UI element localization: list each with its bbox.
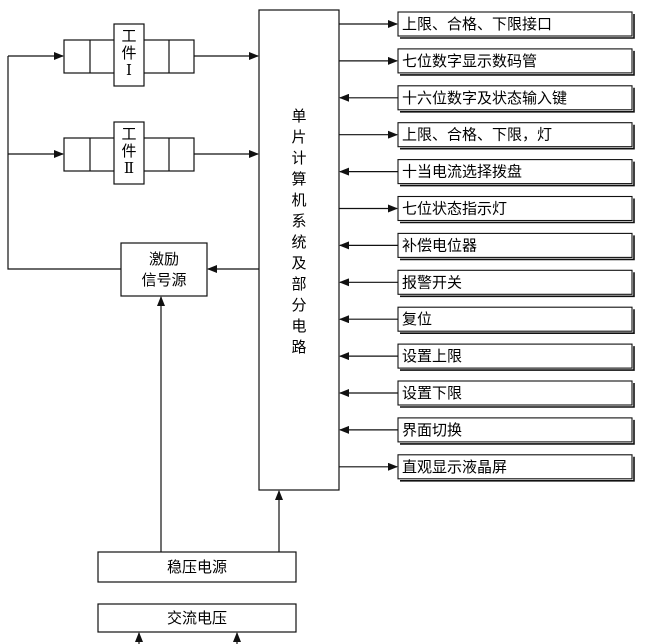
peripheral-item: 七位状态指示灯	[339, 195, 635, 224]
peripheral-label: 报警开关	[402, 273, 462, 291]
workpiece-1-label-char: 件	[121, 44, 136, 62]
peripheral-label: 七位状态指示灯	[402, 200, 507, 218]
peripheral-label: 上限、合格、下限接口	[402, 15, 552, 33]
excitation-source: 激励 信号源	[120, 242, 208, 297]
mcu-box	[258, 9, 340, 491]
excitation-feedback-line	[7, 56, 121, 270]
peripheral-label: 设置下限	[402, 384, 462, 402]
peripheral-label: 补偿电位器	[402, 236, 477, 254]
regulated-power-label: 稳压电源	[167, 558, 227, 576]
peripheral-item: 界面切换	[339, 417, 635, 445]
peripheral-label: 直观显示液晶屏	[402, 458, 507, 476]
mcu-label-char: 及	[291, 254, 306, 272]
ac-voltage-label: 交流电压	[167, 609, 227, 627]
peripheral-box	[397, 48, 633, 74]
peripheral-label: 七位数字显示数码管	[402, 52, 537, 70]
workpiece-2-label-char: 件	[121, 142, 136, 160]
peripheral-box-shadow	[400, 456, 635, 482]
excitation-box	[120, 242, 208, 297]
peripheral-box-shadow	[400, 87, 635, 113]
workpiece-1-label-char: 工	[121, 27, 136, 45]
regulated-power-box	[97, 551, 297, 583]
peripheral-item: 上限、合格、下限，灯	[339, 122, 635, 150]
workpiece-1-label-char: Ⅰ	[126, 61, 132, 79]
peripheral-item: 设置下限	[339, 380, 635, 408]
peripheral-box-shadow	[400, 14, 635, 39]
peripheral-box-shadow	[400, 346, 635, 371]
peripheral-label: 十六位数字及状态输入键	[402, 89, 567, 107]
peripheral-label: 设置上限	[402, 347, 462, 365]
peripheral-item: 直观显示液晶屏	[339, 454, 635, 482]
peripheral-box-shadow	[400, 309, 635, 335]
mcu-label-char: 算	[291, 170, 306, 188]
workpiece-1-sensor	[113, 23, 145, 87]
peripheral-label: 复位	[402, 310, 432, 328]
workpiece-2-label-char: Ⅱ	[124, 159, 134, 177]
peripheral-box-shadow	[400, 161, 635, 187]
excitation-label-line-1: 激励	[149, 250, 179, 268]
mcu-label-char: 分	[291, 296, 306, 314]
peripheral-box-shadow	[400, 272, 635, 298]
peripheral-item: 报警开关	[339, 269, 635, 298]
workpiece-2-label-char: 工	[121, 125, 136, 143]
peripheral-box	[397, 232, 633, 258]
mcu-label-char: 部	[291, 275, 306, 293]
peripheral-box	[397, 454, 633, 480]
peripheral-box	[397, 343, 633, 369]
mcu-label-char: 路	[291, 338, 306, 356]
peripheral-box-shadow	[400, 235, 635, 261]
peripheral-item: 十六位数字及状态输入键	[339, 85, 635, 113]
mcu-label-char: 单	[291, 107, 306, 125]
peripheral-item: 复位	[339, 306, 635, 335]
mcu-label-char: 统	[291, 233, 306, 251]
regulated-power-supply: 稳压电源	[97, 551, 297, 583]
peripheral-item: 十当电流选择拨盘	[339, 159, 635, 187]
peripheral-box	[397, 380, 633, 406]
peripheral-item: 设置上限	[339, 343, 635, 371]
peripheral-box	[397, 195, 633, 222]
peripheral-item: 上限、合格、下限接口	[339, 11, 635, 39]
peripheral-box	[397, 417, 633, 443]
peripheral-item: 七位数字显示数码管	[339, 48, 635, 76]
excitation-label-line-2: 信号源	[141, 271, 186, 289]
mcu-label-char: 电	[291, 317, 306, 335]
peripheral-label: 界面切换	[402, 421, 462, 439]
peripheral-label: 上限、合格、下限，灯	[402, 126, 552, 144]
mcu-label-char: 片	[291, 128, 306, 146]
mcu-label-char: 机	[291, 191, 306, 209]
peripheral-item: 补偿电位器	[339, 232, 635, 261]
peripheral-box	[397, 11, 633, 37]
mcu-label-char: 计	[291, 149, 306, 167]
peripheral-box-shadow	[400, 383, 635, 408]
peripheral-box	[397, 306, 633, 332]
workpiece-2: 工 件 Ⅱ	[63, 121, 195, 185]
peripheral-box	[397, 269, 633, 295]
left-connections	[7, 52, 283, 644]
ac-voltage-box	[97, 603, 297, 633]
peripheral-box-shadow	[400, 198, 635, 224]
peripheral-list: 上限、合格、下限接口七位数字显示数码管十六位数字及状态输入键上限、合格、下限，灯…	[339, 11, 635, 482]
peripheral-label: 十当电流选择拨盘	[402, 163, 522, 181]
workpiece-2-sensor	[113, 121, 145, 185]
peripheral-box-shadow	[400, 50, 635, 76]
workpiece-1: 工 件 Ⅰ	[63, 23, 195, 87]
peripheral-box-shadow	[400, 419, 635, 445]
peripheral-box-shadow	[400, 124, 635, 150]
mcu-label-char: 系	[291, 212, 306, 230]
peripheral-box	[397, 122, 633, 148]
peripheral-box	[397, 85, 633, 111]
ac-voltage: 交流电压	[97, 603, 297, 633]
